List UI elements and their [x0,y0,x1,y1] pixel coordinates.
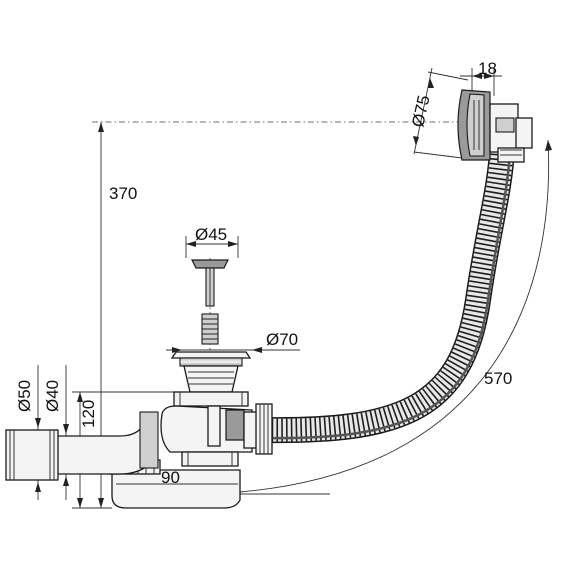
outlet-pipe [5,411,159,481]
arrowhead [252,347,262,353]
overflow-height-label: 370 [109,184,137,203]
arrowhead [545,140,552,151]
arrowhead [228,241,238,247]
overflow-depth-label: 18 [478,59,497,78]
plug-assembly [191,259,229,345]
arrowhead [484,73,494,79]
arrowhead [35,418,41,428]
outlet-inner-diameter-label: Ø40 [43,380,62,412]
arrowhead [413,136,419,146]
overflow-head [457,89,533,163]
arrowhead [35,482,41,492]
arrowhead [172,347,182,353]
hose-length-label: 570 [484,369,512,388]
arrowhead [98,498,104,508]
arrowhead [63,424,69,434]
arrowhead [77,392,83,402]
hose-length-dim-arc [239,139,550,493]
flexible-hose [261,149,515,444]
arrowhead [98,122,104,132]
trap-offset-label: 90 [161,468,180,487]
arrowhead [472,73,482,79]
outlet-height-label: 120 [79,400,98,428]
overflow-head-extension [413,151,463,159]
arrowhead [186,241,196,247]
waste-diameter-label: Ø70 [266,330,298,349]
outlet-outer-diameter-label: Ø50 [15,380,34,412]
overflow-head-diameter-label: Ø75 [408,93,433,128]
arrowhead [77,498,83,508]
plug-diameter-label: Ø45 [195,225,227,244]
overflow-head-extension [427,71,469,81]
arrowhead [63,476,69,486]
waste-body [107,351,273,509]
arrowhead [428,78,434,88]
